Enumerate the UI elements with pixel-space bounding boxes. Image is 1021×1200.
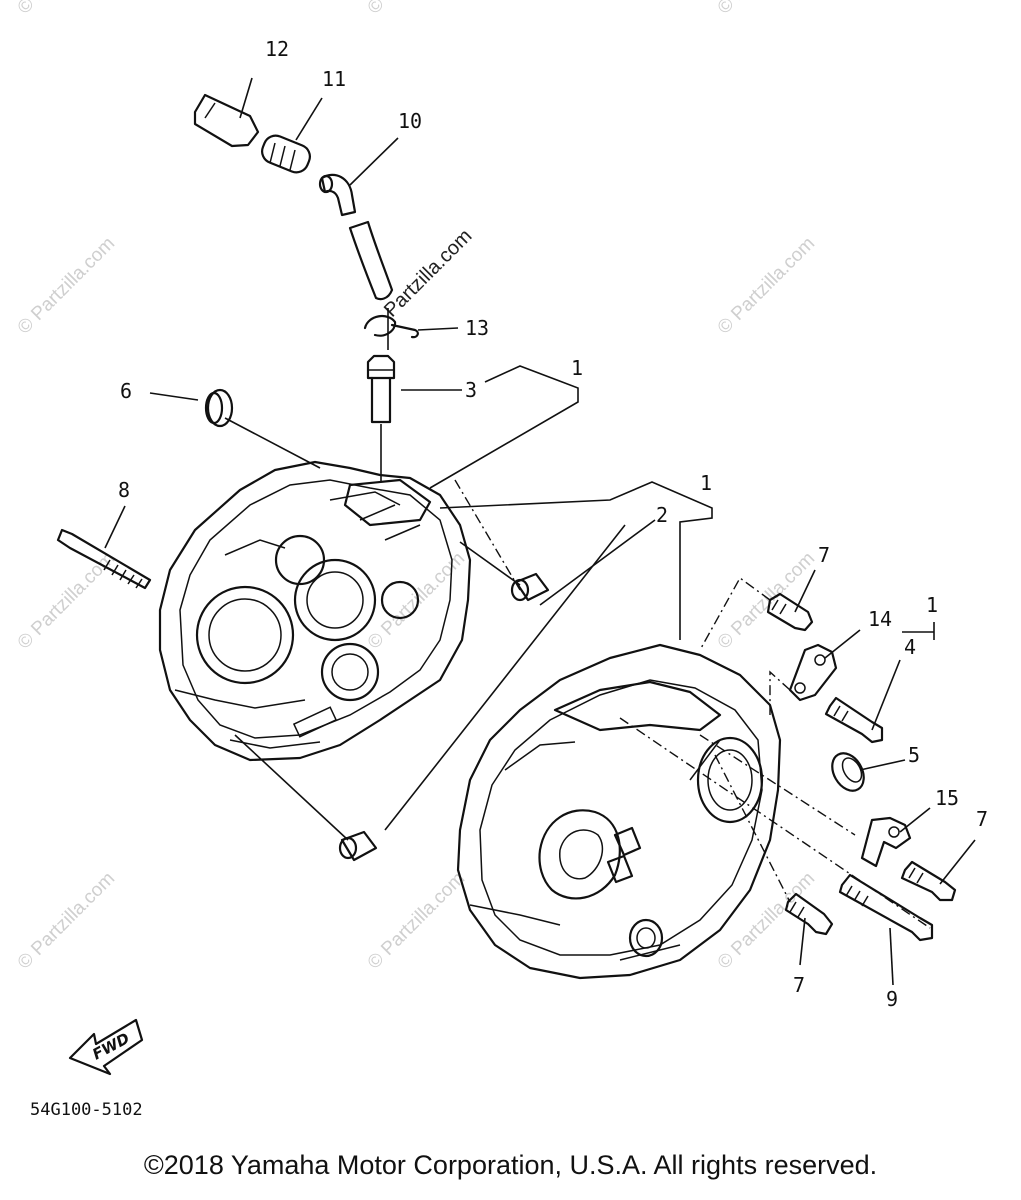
part-7-bolt-upper [766, 569, 816, 632]
watermark: © Partzilla.com [364, 868, 469, 973]
callout-11: 11 [322, 67, 346, 91]
copyright-text: ©2018 Yamaha Motor Corporation, U.S.A. A… [143, 1150, 878, 1180]
callout-8: 8 [118, 478, 130, 502]
watermark: © Partzilla.com [714, 548, 819, 653]
part-10-hose [318, 173, 394, 301]
callout-7: 7 [976, 807, 988, 831]
callout-12: 12 [265, 37, 289, 61]
watermark-center: Partzilla.com [380, 225, 477, 322]
callout-1: 1 [700, 471, 712, 495]
callout-1: 1 [571, 356, 583, 380]
part-5-washer [831, 752, 906, 792]
callout-13: 13 [465, 316, 489, 340]
part-12-fitting [193, 93, 260, 148]
callout-7: 7 [793, 973, 805, 997]
part-3-fitting [366, 354, 396, 482]
part-8-bolt [56, 528, 152, 590]
callout-10: 10 [398, 109, 422, 133]
watermark: © Partzilla.com [14, 868, 119, 973]
watermark: © Partzilla.com [364, 548, 469, 653]
part-2-dowel [234, 541, 550, 862]
callout-7: 7 [818, 543, 830, 567]
watermark: © Partzilla.com [714, 233, 819, 338]
callout-2: 2 [656, 503, 668, 527]
callout-4: 4 [904, 635, 916, 659]
part-14-bracket [788, 629, 861, 702]
callout-6: 6 [120, 379, 132, 403]
callout-9: 9 [886, 987, 898, 1011]
callout-15: 15 [935, 786, 959, 810]
callout-1: 1 [926, 593, 938, 617]
part-9-bolt [838, 873, 934, 986]
part-4-bolt [824, 659, 901, 744]
part-13-clip [363, 314, 419, 339]
leader-lines [104, 77, 935, 929]
fwd-arrow-icon: FWD [68, 1018, 144, 1076]
left-crankcase [158, 460, 472, 762]
callout-14: 14 [868, 607, 892, 631]
callout-5: 5 [908, 743, 920, 767]
watermark: © Partzilla.com [364, 0, 469, 19]
part-15-clamp [860, 807, 931, 868]
watermark: © Partzilla.com [714, 0, 819, 19]
catalog-number: 54G100-5102 [30, 1100, 143, 1120]
callout-3: 3 [465, 378, 477, 402]
right-crankcase [456, 643, 782, 980]
watermark: © Partzilla.com [14, 548, 119, 653]
callouts: 12 11 10 13 3 1 6 8 1 2 7 14 1 4 5 15 7 … [118, 37, 988, 1011]
part-11-clamp [261, 134, 311, 174]
part-7-bolt-lower [784, 892, 834, 966]
part-7-bolt-right [900, 839, 976, 902]
watermark: © Partzilla.com [14, 233, 119, 338]
part-6-washer [204, 388, 321, 469]
watermarks: © Partzilla.com © Partzilla.com © Partzi… [14, 0, 819, 974]
watermark: © Partzilla.com [14, 0, 119, 19]
